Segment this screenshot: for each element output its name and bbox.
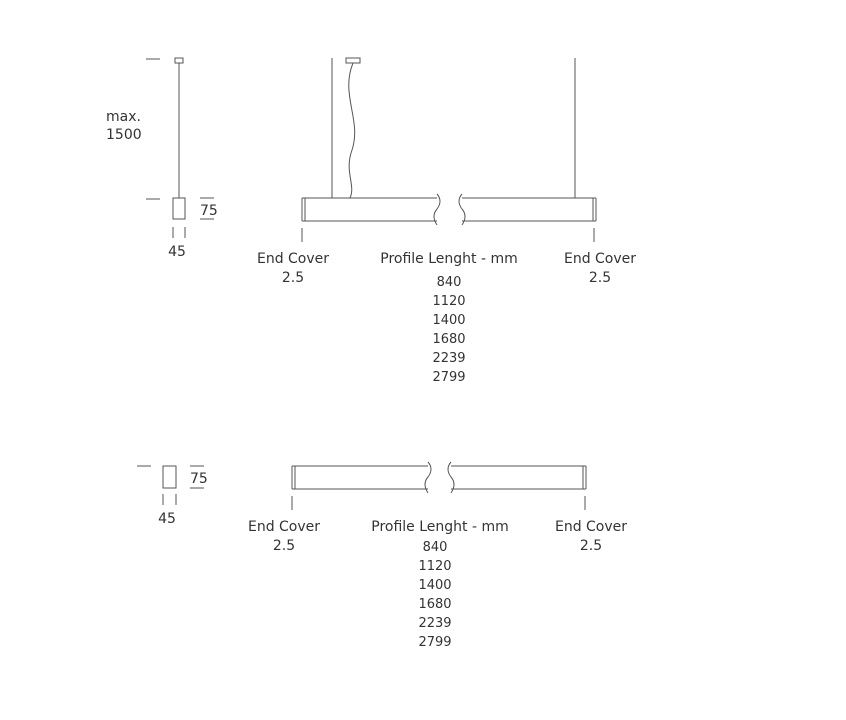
surface-end-cover-left-label: End Cover	[247, 519, 321, 535]
ceiling-canopy	[174, 57, 184, 64]
surface-end-cover-right-value: 2.5	[579, 538, 603, 554]
profile-length-item: 1680	[432, 332, 466, 347]
pendant-front-view	[301, 57, 597, 242]
surface-height-dimension-value: 75	[190, 471, 208, 487]
profile-length-item: 2799	[418, 635, 452, 650]
profile-length-item: 2799	[432, 370, 466, 385]
profile-length-item: 2239	[418, 616, 452, 631]
profile-length-label: Profile Lenght - mm	[380, 251, 518, 267]
profile-right-segment	[462, 197, 597, 222]
profile-length-item: 1120	[432, 294, 466, 309]
surface-width-dimension-value: 45	[158, 511, 176, 527]
surface-break-mark-right	[447, 461, 455, 494]
break-mark-right	[458, 193, 466, 226]
profile-length-item: 840	[436, 275, 462, 290]
surface-profile-left-segment	[291, 465, 428, 490]
profile-left-segment	[301, 197, 437, 222]
max-label: max.	[106, 109, 141, 125]
profile-length-item: 1400	[418, 578, 452, 593]
profile-length-list: 840 1120 1400 1680 2239 2799	[432, 273, 465, 387]
profile-length-item: 840	[422, 540, 448, 555]
profile-length-item: 1400	[432, 313, 466, 328]
profile-length-item: 2239	[432, 351, 466, 366]
end-cover-right-value: 2.5	[588, 270, 612, 286]
surface-end-cover-right-label: End Cover	[554, 519, 628, 535]
end-cover-left-label: End Cover	[256, 251, 330, 267]
power-canopy	[345, 57, 361, 64]
power-cable	[348, 62, 356, 199]
surface-break-mark-left	[424, 461, 432, 494]
profile-length-item: 1680	[418, 597, 452, 612]
surface-profile-cross-section	[162, 465, 177, 489]
end-cover-right-label: End Cover	[563, 251, 637, 267]
profile-length-item: 1120	[418, 559, 452, 574]
height-dimension-value: 75	[200, 203, 218, 219]
profile-cross-section	[172, 197, 186, 220]
pendant-side-view	[146, 57, 214, 238]
surface-side-view	[137, 465, 204, 505]
break-mark-left	[433, 193, 441, 226]
width-dimension-value: 45	[168, 244, 186, 260]
surface-front-view	[291, 461, 587, 510]
surface-profile-length-label: Profile Lenght - mm	[371, 519, 509, 535]
end-cover-left-value: 2.5	[281, 270, 305, 286]
max-value: 1500	[106, 127, 142, 143]
surface-end-cover-left-value: 2.5	[272, 538, 296, 554]
surface-profile-length-list: 840 1120 1400 1680 2239 2799	[418, 538, 451, 652]
surface-profile-right-segment	[451, 465, 587, 490]
